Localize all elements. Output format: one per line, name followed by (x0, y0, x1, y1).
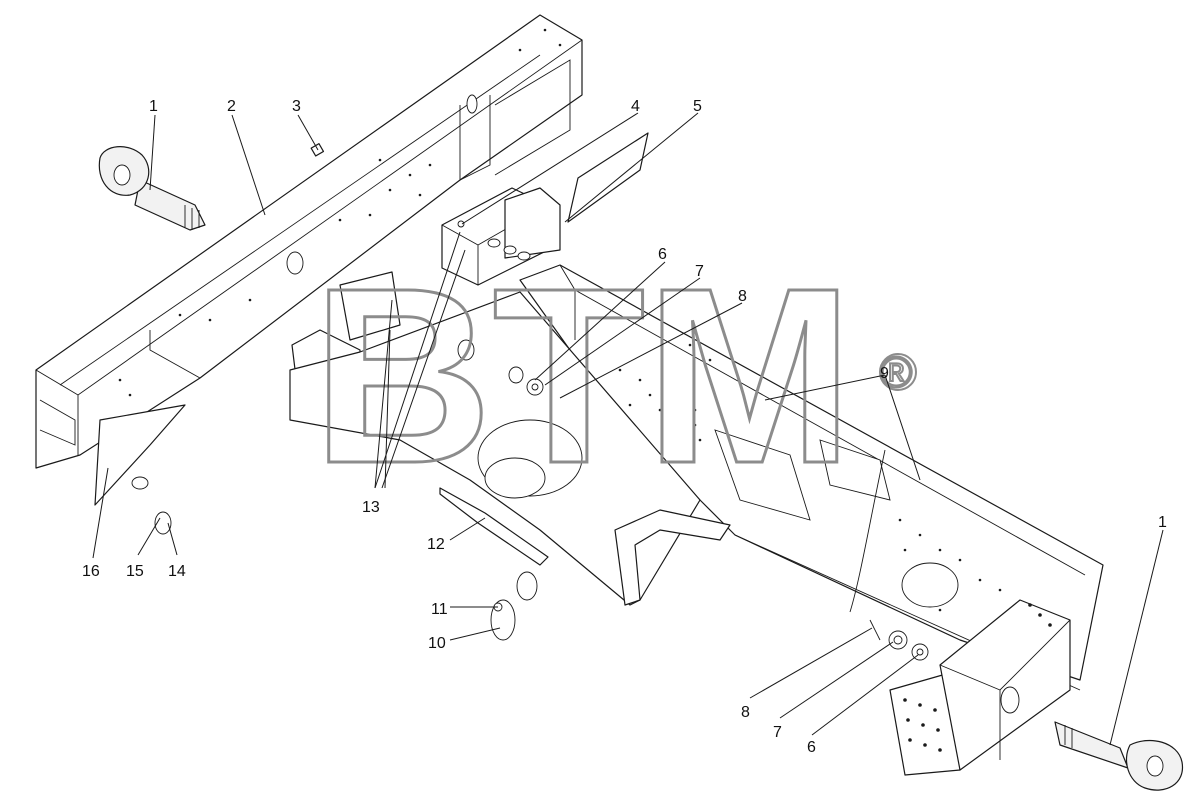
btm-watermark: BTM ® (311, 235, 917, 517)
floor-pan (289, 291, 731, 606)
tow-hook-front (98, 146, 206, 231)
leader-lines (92, 112, 1164, 746)
callout-7-lower: 7 (773, 724, 782, 741)
callout-11: 11 (431, 601, 448, 618)
callout-16: 16 (82, 563, 100, 580)
callout-1-front: 1 (149, 98, 158, 115)
callout-4: 4 (631, 98, 640, 115)
left-side-member (35, 14, 583, 506)
callout-8-upper: 8 (738, 288, 747, 305)
callout-5: 5 (693, 98, 702, 115)
registered-mark: ® (880, 348, 912, 397)
callout-3: 3 (292, 98, 301, 115)
tow-hook-rear (1054, 721, 1184, 791)
plate-part-5 (567, 132, 649, 223)
right-side-member (519, 264, 1104, 691)
cross-brackets (291, 187, 561, 411)
callout-8-lower: 8 (741, 704, 750, 721)
watermark-text: BTM (312, 236, 854, 515)
rear-cross-tube (889, 599, 1071, 776)
callout-2: 2 (227, 98, 236, 115)
fasteners (131, 143, 929, 661)
callout-14: 14 (168, 563, 186, 580)
callout-1-rear: 1 (1158, 514, 1167, 531)
callout-9: 9 (880, 365, 889, 382)
callout-15: 15 (126, 563, 144, 580)
callout-6-lower: 6 (807, 739, 816, 756)
callout-12: 12 (427, 536, 445, 553)
callouts: 1 2 3 4 5 6 7 8 9 13 16 15 14 12 11 10 8… (82, 98, 1167, 756)
callout-10: 10 (428, 635, 446, 652)
callout-6-upper: 6 (658, 246, 667, 263)
callout-7-upper: 7 (695, 263, 704, 280)
callout-13: 13 (362, 499, 380, 516)
